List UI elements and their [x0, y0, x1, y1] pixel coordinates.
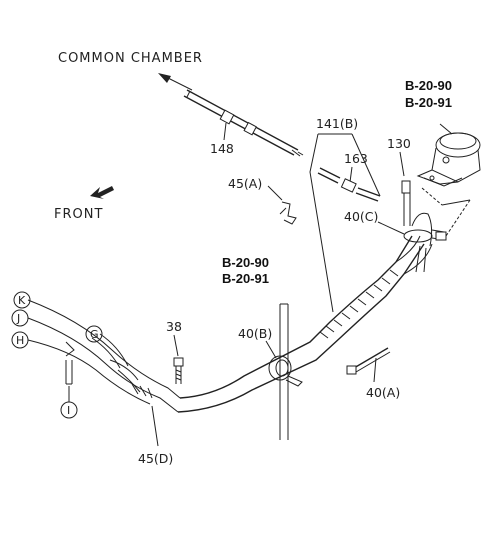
common-chamber-label: COMMON CHAMBER — [58, 51, 203, 66]
main-harness-tube — [177, 212, 447, 413]
leader-130 — [399, 151, 405, 177]
leader-45a — [267, 185, 283, 201]
leader-38 — [173, 334, 179, 357]
svg-text:H: H — [16, 334, 24, 347]
leader-163 — [349, 166, 353, 183]
connector-h: H — [11, 331, 29, 349]
ref-mid-b2091: B-20-91 — [222, 271, 269, 286]
part-label-148: 148 — [210, 141, 234, 156]
ref-mid-b2090: B-20-90 — [222, 255, 269, 270]
part-148-sensor-rod — [183, 89, 304, 157]
common-chamber-arrow — [158, 73, 193, 91]
svg-text:I: I — [67, 404, 70, 417]
part-label-40a: 40(A) — [366, 385, 400, 400]
left-branch-wires — [27, 299, 181, 413]
part-label-40b: 40(B) — [238, 326, 272, 341]
leader-45d — [151, 405, 159, 447]
svg-text:K: K — [18, 294, 26, 307]
svg-text:G: G — [90, 328, 99, 341]
leader-141b-right — [351, 133, 381, 197]
leader-bracket-tie — [441, 199, 471, 206]
ref-top-b2091: B-20-91 — [405, 95, 452, 110]
part-label-38: 38 — [166, 319, 182, 334]
part-40b-clamp — [268, 355, 303, 387]
part-40a-cable-tie — [346, 347, 391, 375]
leader-141b-left — [309, 133, 334, 313]
part-label-45d: 45(D) — [138, 451, 173, 466]
front-label: FRONT — [54, 207, 103, 222]
part-label-45a: 45(A) — [228, 176, 262, 191]
svg-text:J: J — [16, 312, 20, 325]
leader-bracket — [439, 123, 453, 135]
leader-148 — [223, 122, 227, 141]
part-141b-hose — [317, 167, 381, 202]
part-38-bolt — [173, 357, 184, 384]
part-label-141b: 141(B) — [316, 116, 358, 131]
bracket-assembly — [416, 132, 481, 187]
part-label-40c: 40(C) — [344, 209, 378, 224]
dashed-leader-1 — [421, 187, 443, 206]
leader-40a — [373, 357, 377, 383]
connector-j: J — [11, 309, 29, 327]
front-arrow-icon — [90, 186, 114, 199]
connector-g: G — [85, 325, 103, 343]
connector-k: K — [13, 291, 31, 309]
part-label-130: 130 — [387, 136, 411, 151]
dashed-leader-2 — [445, 199, 471, 237]
leader-40c — [377, 221, 405, 235]
part-label-163: 163 — [344, 151, 368, 166]
connector-i: I — [60, 401, 78, 419]
ref-top-b2090: B-20-90 — [405, 78, 452, 93]
part-130-plug — [401, 180, 411, 226]
part-45a-clip — [279, 201, 297, 225]
vertical-post — [279, 303, 289, 440]
leader-40b — [265, 340, 277, 359]
